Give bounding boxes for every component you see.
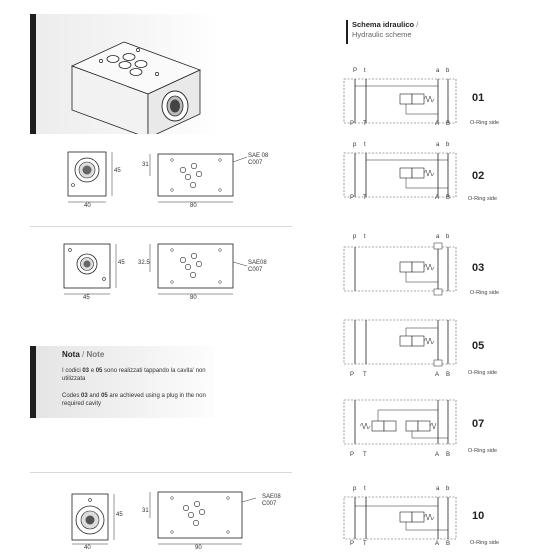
width-dimension: 40 bbox=[84, 203, 91, 209]
circuit-symbol bbox=[343, 152, 457, 198]
scheme-title-en: Hydraulic scheme bbox=[352, 30, 412, 39]
scheme-05: P T A B 05 O-Ring side bbox=[340, 312, 555, 382]
sae-label: SAE08 bbox=[262, 494, 281, 500]
note-text-it: I codici 03 e 05 sono realizzati tappand… bbox=[62, 368, 206, 382]
product-render-panel bbox=[30, 14, 220, 134]
sae-label: SAE08 bbox=[248, 260, 267, 266]
scheme-code: 03 bbox=[472, 262, 485, 274]
dimension-view-3: 40 45 90 31 SAE08 C007 bbox=[50, 478, 290, 558]
height-dimension: 45 bbox=[114, 168, 121, 174]
height-dimension: 45 bbox=[118, 260, 125, 266]
circuit-symbol bbox=[343, 496, 457, 540]
oring-side-label: O-Ring side bbox=[470, 290, 500, 296]
cetop-label: C007 bbox=[248, 160, 263, 166]
scheme-02: p t a b P T A B 02 O-Ring side bbox=[340, 140, 555, 206]
scheme-07: P T A B 07 O-Ring side bbox=[340, 392, 555, 462]
note-text-en: Codes 03 and 05 are achieved using a plu… bbox=[62, 393, 206, 407]
port-spec-label: SAE08 C007 bbox=[248, 260, 267, 274]
scheme-code: 02 bbox=[472, 170, 485, 182]
scheme-code: 05 bbox=[472, 340, 485, 352]
cetop-label: C007 bbox=[262, 501, 277, 507]
section-divider bbox=[30, 226, 292, 227]
circuit-symbol bbox=[343, 319, 457, 367]
note-box: Nota / Note I codici 03 e 05 sono realiz… bbox=[30, 346, 214, 418]
oring-side-label: O-Ring side bbox=[470, 120, 500, 126]
offset-dimension: 32.5 bbox=[138, 260, 150, 266]
scheme-01: P t a b P T A B 01 O-Ring side bbox=[340, 66, 555, 132]
offset-dimension: 31 bbox=[142, 508, 149, 514]
circuit-symbol bbox=[343, 242, 457, 296]
section-divider bbox=[30, 472, 292, 473]
dimension-view-1: 40 45 80 31 SAE 08 C007 bbox=[50, 140, 290, 220]
oring-side-label: O-Ring side bbox=[468, 448, 498, 454]
port-spec-label: SAE08 C007 bbox=[262, 494, 281, 508]
accent-bar bbox=[346, 20, 348, 44]
accent-bar bbox=[30, 346, 36, 418]
end-view-drawing bbox=[71, 491, 257, 545]
dimension-view-2: 45 45 80 32.5 SAE08 C007 bbox=[50, 232, 290, 312]
cetop-label: C007 bbox=[248, 267, 263, 273]
oring-side-label: O-Ring side bbox=[468, 196, 498, 202]
width-dimension: 40 bbox=[84, 545, 91, 551]
oring-side-label: O-Ring side bbox=[468, 370, 498, 376]
scheme-title-it: Schema idraulico bbox=[352, 20, 415, 29]
offset-dimension: 31 bbox=[142, 162, 149, 168]
end-view-drawing bbox=[63, 243, 248, 295]
block-3d-drawing bbox=[70, 41, 202, 134]
scheme-code: 07 bbox=[472, 418, 485, 430]
circuit-symbol bbox=[343, 399, 457, 445]
scheme-title: Schema idraulico / Hydraulic scheme bbox=[346, 20, 418, 44]
oring-side-label: O-Ring side bbox=[470, 540, 500, 546]
width-dimension: 45 bbox=[83, 295, 90, 301]
length-dimension: 80 bbox=[190, 295, 197, 301]
length-dimension: 80 bbox=[190, 203, 197, 209]
scheme-03: p t a b 03 O-Ring side bbox=[340, 232, 555, 298]
end-view-drawing bbox=[67, 151, 248, 203]
sae-label: SAE 08 bbox=[248, 153, 269, 159]
scheme-code: 10 bbox=[472, 510, 485, 522]
scheme-code: 01 bbox=[472, 92, 485, 104]
port-spec-label: SAE 08 C007 bbox=[248, 153, 268, 167]
height-dimension: 45 bbox=[116, 512, 123, 518]
circuit-symbol bbox=[343, 78, 457, 124]
accent-bar bbox=[30, 14, 36, 134]
scheme-10: p t a b P T A B 10 O-Ring side bbox=[340, 484, 555, 554]
length-dimension: 90 bbox=[195, 545, 202, 551]
note-title: Nota / Note bbox=[62, 350, 105, 359]
